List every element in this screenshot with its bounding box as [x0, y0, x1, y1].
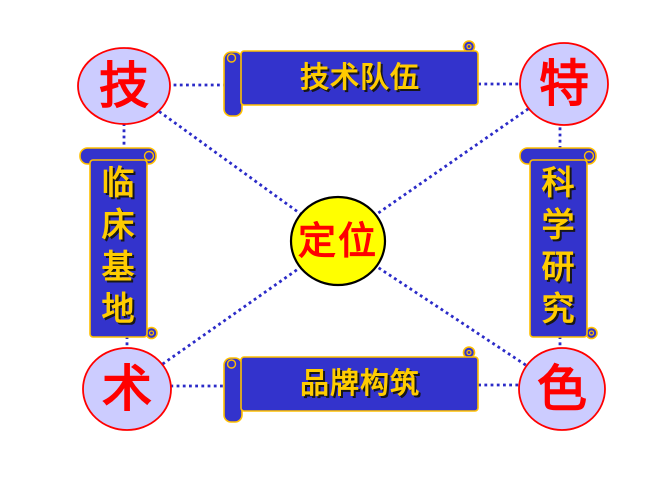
scroll-bottom-left-spiral [226, 359, 237, 369]
scroll-shape-right [519, 147, 598, 340]
scroll-right-body [529, 159, 588, 338]
corner-label-bottom-right: 色 [537, 361, 587, 417]
scroll-top-left-spiral [226, 53, 237, 63]
scroll-bottom-right-curl-spiral [466, 349, 472, 356]
scroll-right-top-spiral [583, 150, 595, 162]
circle-top-right [519, 42, 609, 126]
connector-topright-to-center [337, 82, 565, 243]
scroll-shape-bottom [223, 346, 479, 423]
corner-label-top-right: 特 [539, 56, 589, 112]
scroll-top-body [240, 50, 479, 106]
connector-topleft-to-center [123, 84, 339, 243]
banner-label-top: 技术队伍 [299, 62, 420, 94]
scroll-top-right-curl-spiral [466, 43, 472, 50]
center-label: 定位 [297, 221, 378, 263]
circle-bottom-right [518, 347, 606, 431]
scroll-left-body [89, 159, 148, 338]
scroll-left-bottom-curl-spiral [148, 330, 155, 336]
banner-label-left: 临床基地 [101, 166, 135, 328]
corner-label-top-left: 技 [99, 58, 149, 114]
scroll-right-bottom-curl-spiral [588, 330, 595, 336]
scroll-shape-left [79, 147, 158, 340]
scroll-left-top-spiral [143, 150, 155, 162]
circle-center [289, 195, 387, 287]
scroll-bottom-body [240, 356, 479, 412]
banner-label-bottom: 品牌构筑 [299, 368, 420, 400]
corner-label-bottom-left: 术 [102, 361, 152, 417]
scroll-shape-top [223, 40, 479, 117]
banner-label-right: 科学研究 [541, 166, 575, 328]
circle-bottom-left [82, 347, 172, 431]
circle-top-left [77, 47, 171, 125]
